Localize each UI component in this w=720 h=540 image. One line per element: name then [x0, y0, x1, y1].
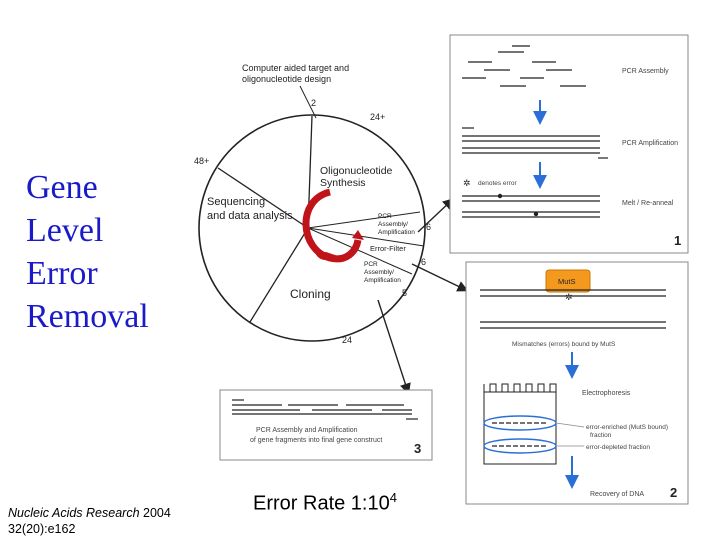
time-label-24-bottom: 24: [342, 335, 352, 345]
panel-1: PCR Assembly PCR Amplification ✲ denotes…: [449, 34, 689, 254]
sector-divider-bottom: [249, 227, 309, 323]
panel-1-label-amplification: PCR Amplification: [622, 140, 678, 147]
top-label-leader: [299, 85, 317, 119]
top-label-1: Computer aided target and: [242, 63, 349, 73]
sector-synthesis-label-1: Oligonucleotide: [320, 165, 393, 177]
panel-2-frame: [465, 261, 689, 505]
panel-1-number: 1: [674, 233, 681, 248]
panel-3-frame: [219, 389, 433, 461]
panel-3: PCR Assembly and Amplification of gene f…: [219, 389, 433, 461]
sector-cloning-label: Cloning: [290, 287, 331, 301]
inner-filter-label: Error-Filter: [370, 244, 406, 253]
time-label-2: 2: [311, 98, 316, 108]
arrow-to-panel-2: [411, 263, 469, 292]
panel-2-label-depleted: error-depleted fraction: [586, 444, 650, 451]
time-label-6b: 6: [421, 257, 426, 267]
muts-box: [545, 269, 591, 293]
time-label-48: 48+: [194, 156, 209, 166]
arrow-to-panel-1: [417, 198, 455, 233]
panel-1-star-icon: ✲: [463, 178, 471, 188]
title-line-1: Gene: [26, 169, 98, 206]
gel-wells: [483, 383, 557, 393]
citation-year: 2004: [143, 506, 171, 520]
panel-2-number: 2: [670, 485, 677, 500]
panel-1-error-dot-1: [497, 193, 503, 199]
title-line-4: Removal: [26, 298, 149, 335]
arrow-to-panel-3: [377, 299, 411, 395]
panel-1-amplification-strands: [462, 127, 608, 159]
inner-pcr2-label-3: Amplification: [364, 277, 401, 284]
muts-star-icon: ✲: [565, 292, 573, 302]
inner-pcr2-label-1: PCR: [364, 261, 378, 268]
panel-1-melt-strands: [462, 195, 600, 218]
panel-2-label-mismatches: Mismatches (errors) bound by MutS: [512, 341, 616, 348]
panel-1-assembly-strands: [462, 45, 586, 87]
panel-3-caption-1: PCR Assembly and Amplification: [256, 427, 358, 434]
citation: Nucleic Acids Research 2004 32(20):e162: [8, 505, 171, 537]
sector-divider-left: [217, 167, 309, 229]
swoosh-arrowhead: [352, 230, 364, 240]
workflow-cycle: Computer aided target and oligonucleotid…: [194, 63, 431, 345]
panel-3-number: 3: [414, 441, 421, 456]
title-line-2: Level: [26, 212, 104, 249]
swoosh-tail: [315, 252, 338, 261]
sector-divider-right-1: [307, 211, 421, 229]
citation-volume: 32(20):e162: [8, 522, 76, 536]
title-line-3: Error: [26, 255, 98, 292]
cycle-circle: [198, 114, 426, 342]
time-label-24-top: 24+: [370, 112, 385, 122]
inner-pcr-label-3: Amplification: [378, 229, 415, 236]
panel-3-strands: [232, 399, 418, 420]
sector-divider-right-2: [307, 227, 425, 247]
error-rate: Error Rate 1:104: [253, 490, 397, 516]
panel-2-label-electrophoresis: Electrophoresis: [582, 390, 631, 397]
panel-1-label-melt: Melt / Re-anneal: [622, 200, 674, 207]
sector-sequencing-label-2: and data analysis: [207, 210, 293, 222]
panel-2-label-recovery: Recovery of DNA: [590, 491, 644, 498]
time-label-5: 5: [402, 288, 407, 298]
citation-journal: Nucleic Acids Research: [8, 506, 140, 520]
time-label-6a: 6: [426, 222, 431, 232]
error-rate-label: Error Rate 1:10: [253, 492, 390, 515]
panel-1-label-denotes: denotes error: [478, 180, 517, 187]
panel-3-caption-2: of gene fragments into final gene constr…: [250, 437, 382, 444]
muts-label: MutS: [558, 277, 576, 286]
error-rate-exponent: 4: [389, 490, 397, 505]
panel-2-label-enriched-2: fraction: [590, 432, 612, 439]
panel-1-label-assembly: PCR Assembly: [622, 68, 669, 75]
slide-title: Gene Level Error Removal: [26, 166, 186, 338]
top-label-2: oligonucleotide design: [242, 74, 331, 84]
panel-1-error-dot-2: [533, 211, 539, 217]
enriched-leader: [555, 422, 585, 428]
panel-2-label-enriched-1: error-enriched (MutS bound): [586, 424, 668, 431]
inner-pcr-label-2: Assembly/: [378, 221, 408, 228]
panel-2-duplex-strands: [480, 289, 666, 329]
inner-pcr-label-1: PCR: [378, 213, 392, 220]
sector-divider-right-3: [307, 227, 413, 275]
sector-synthesis-label-2: Synthesis: [320, 177, 366, 189]
inner-pcr2-label-2: Assembly/: [364, 269, 394, 276]
panel-2: MutS ✲ Mismatches (errors) bound by MutS…: [465, 261, 689, 505]
sector-sequencing-label-1: Sequencing: [207, 196, 265, 208]
